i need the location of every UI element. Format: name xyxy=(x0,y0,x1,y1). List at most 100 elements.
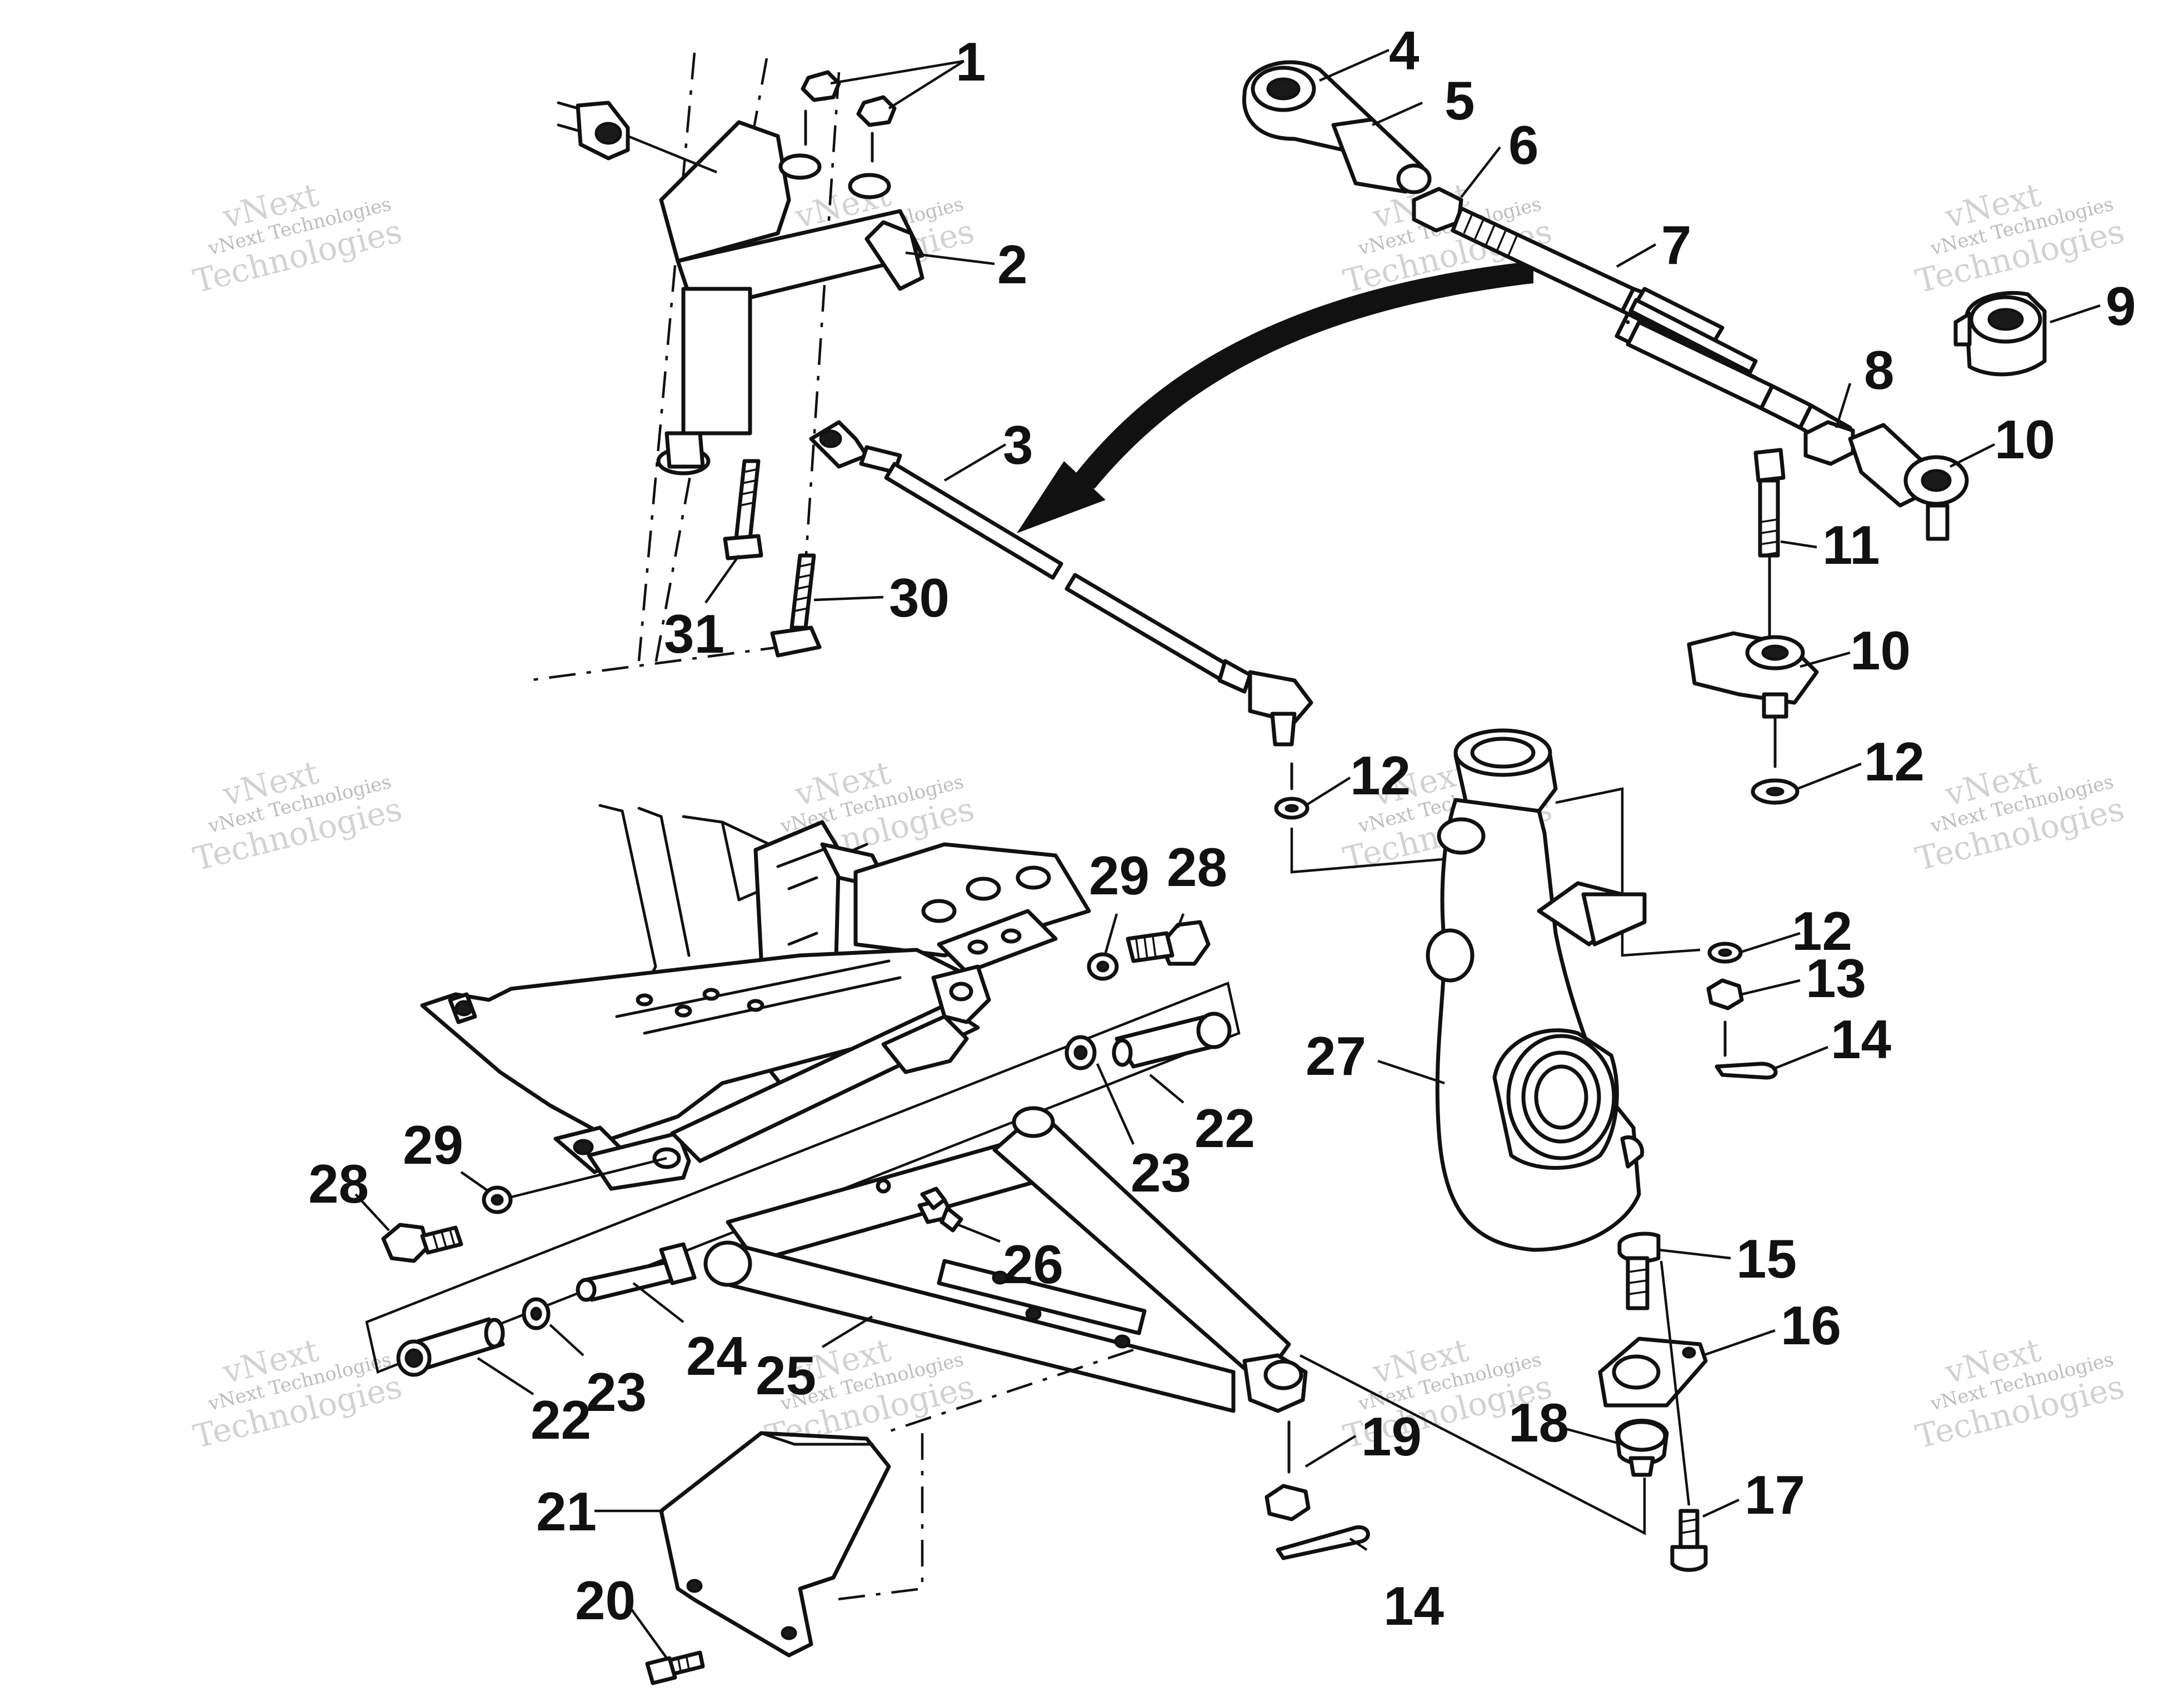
part-1-nuts xyxy=(801,70,897,163)
screw-shank xyxy=(1678,1509,1700,1549)
part-30-bolt xyxy=(770,553,822,658)
callout-29a: 29 xyxy=(1089,845,1150,906)
screw-head xyxy=(1670,1545,1708,1572)
tie-rod-tube-right xyxy=(1064,573,1233,683)
leader-29a xyxy=(1104,913,1118,953)
part-17-screw xyxy=(1670,1509,1708,1572)
a-arm-gusset xyxy=(937,1259,1147,1335)
part-19-nut xyxy=(1265,1420,1311,1521)
part-28-bolt-upper xyxy=(1126,920,1211,966)
callout-10a: 10 xyxy=(1995,409,2055,470)
callout-5: 5 xyxy=(1445,70,1475,131)
part-21-shield xyxy=(659,1431,891,1658)
callout-22a: 22 xyxy=(1195,1098,1255,1159)
rod-end-stud xyxy=(1762,692,1788,719)
cotter-pin xyxy=(1715,1062,1778,1080)
washer-hole xyxy=(530,1306,542,1321)
screw-head xyxy=(645,1656,677,1685)
shield-hole xyxy=(781,1626,797,1640)
bushing-lip xyxy=(1953,312,1972,347)
watermark: vNext vNext Technologies Technologies xyxy=(189,176,406,300)
leader-27 xyxy=(1377,1059,1445,1085)
ball-joint-stud xyxy=(1628,1456,1655,1477)
frame-upright-slots xyxy=(776,848,824,1002)
leader-12a xyxy=(1797,762,1862,790)
floor-hole xyxy=(702,988,720,1001)
tab-hole xyxy=(967,939,988,955)
shaft-tip xyxy=(664,431,705,469)
watermark: vNext vNext Technologies Technologies xyxy=(189,753,406,878)
bushing-bore xyxy=(1987,308,2024,331)
leader-24 xyxy=(632,1282,684,1323)
pivot-bracket-outline xyxy=(365,981,1241,1374)
fitting-tip xyxy=(939,1206,963,1233)
part-26-grease-fitting xyxy=(917,1187,963,1233)
frame-upper-eye xyxy=(949,982,973,1002)
leader-6 xyxy=(1460,146,1501,198)
tie-rod-tube-left xyxy=(884,462,1063,580)
callout-8: 8 xyxy=(1864,339,1895,401)
washer-hole xyxy=(1718,948,1732,957)
plate-hole xyxy=(1016,865,1051,890)
part-18-ball-joint xyxy=(1615,1419,1669,1477)
plate-hole-small xyxy=(1682,1346,1696,1359)
leader-3 xyxy=(943,443,1007,482)
callout-26: 26 xyxy=(1003,1234,1063,1295)
leader-28a xyxy=(1176,913,1185,928)
callout-2: 2 xyxy=(997,234,1028,295)
leader-12c xyxy=(1738,932,1801,954)
nut xyxy=(856,95,897,127)
leader-15 xyxy=(1658,1248,1731,1260)
screw-thread xyxy=(1680,1518,1698,1534)
callout-16: 16 xyxy=(1781,1295,1841,1356)
callout-12c: 12 xyxy=(1792,900,1852,962)
castle-nut xyxy=(1706,978,1744,1010)
part-20-screw xyxy=(645,1650,705,1685)
callout-12a: 12 xyxy=(1864,731,1925,792)
part-16-plate xyxy=(1598,1336,1708,1408)
knuckle-top-bore xyxy=(1470,737,1536,769)
leader-1 xyxy=(830,59,965,109)
washer-hole xyxy=(1096,960,1110,973)
a-arm-lower-end xyxy=(703,1240,752,1287)
part-25-a-arm xyxy=(703,1106,1308,1413)
leader-5 xyxy=(1372,101,1423,127)
part-8-nut xyxy=(1803,420,1855,466)
part-23-washer-upper xyxy=(1064,1035,1097,1070)
leader-12b xyxy=(1305,777,1351,807)
leader-31 xyxy=(704,554,740,604)
bolt-thread xyxy=(432,1229,456,1250)
callout-25: 25 xyxy=(756,1345,816,1406)
leader-13 xyxy=(1741,979,1801,996)
bolt-shank xyxy=(734,459,761,541)
leader-20 xyxy=(629,1607,668,1659)
bolt-head xyxy=(1753,448,1786,483)
leader-16 xyxy=(1702,1329,1776,1357)
grease-hole xyxy=(876,1178,891,1194)
callout-22b: 22 xyxy=(531,1389,591,1450)
tie-rod-stub xyxy=(557,101,579,132)
part-29-washer-upper xyxy=(1087,952,1119,981)
knuckle-eye-lower xyxy=(1426,928,1475,983)
assembly-line xyxy=(833,1433,924,1601)
knuckle-eye xyxy=(1437,817,1486,855)
leader-14a xyxy=(1772,1045,1828,1071)
leader-8 xyxy=(1835,383,1852,428)
frame-foot-plate xyxy=(587,1131,691,1191)
frame xyxy=(420,804,1091,1191)
steering-arm-plate xyxy=(1581,892,1647,947)
pitman-hole xyxy=(848,173,891,199)
ball-joint-top xyxy=(1616,1420,1667,1452)
leader-28b xyxy=(354,1193,390,1232)
washer-hole xyxy=(1285,804,1299,813)
floor-hole xyxy=(747,999,764,1012)
adjuster-flat xyxy=(1628,298,1758,374)
castle-nut xyxy=(1265,1484,1311,1521)
part-28-bolt-lower xyxy=(381,1223,463,1263)
pitman-hole xyxy=(778,153,822,180)
callout-28a: 28 xyxy=(1167,837,1227,898)
plate-hole xyxy=(966,877,1001,901)
callout-7: 7 xyxy=(1661,214,1692,276)
leader-11 xyxy=(1780,540,1817,549)
callout-29b: 29 xyxy=(403,1114,463,1175)
